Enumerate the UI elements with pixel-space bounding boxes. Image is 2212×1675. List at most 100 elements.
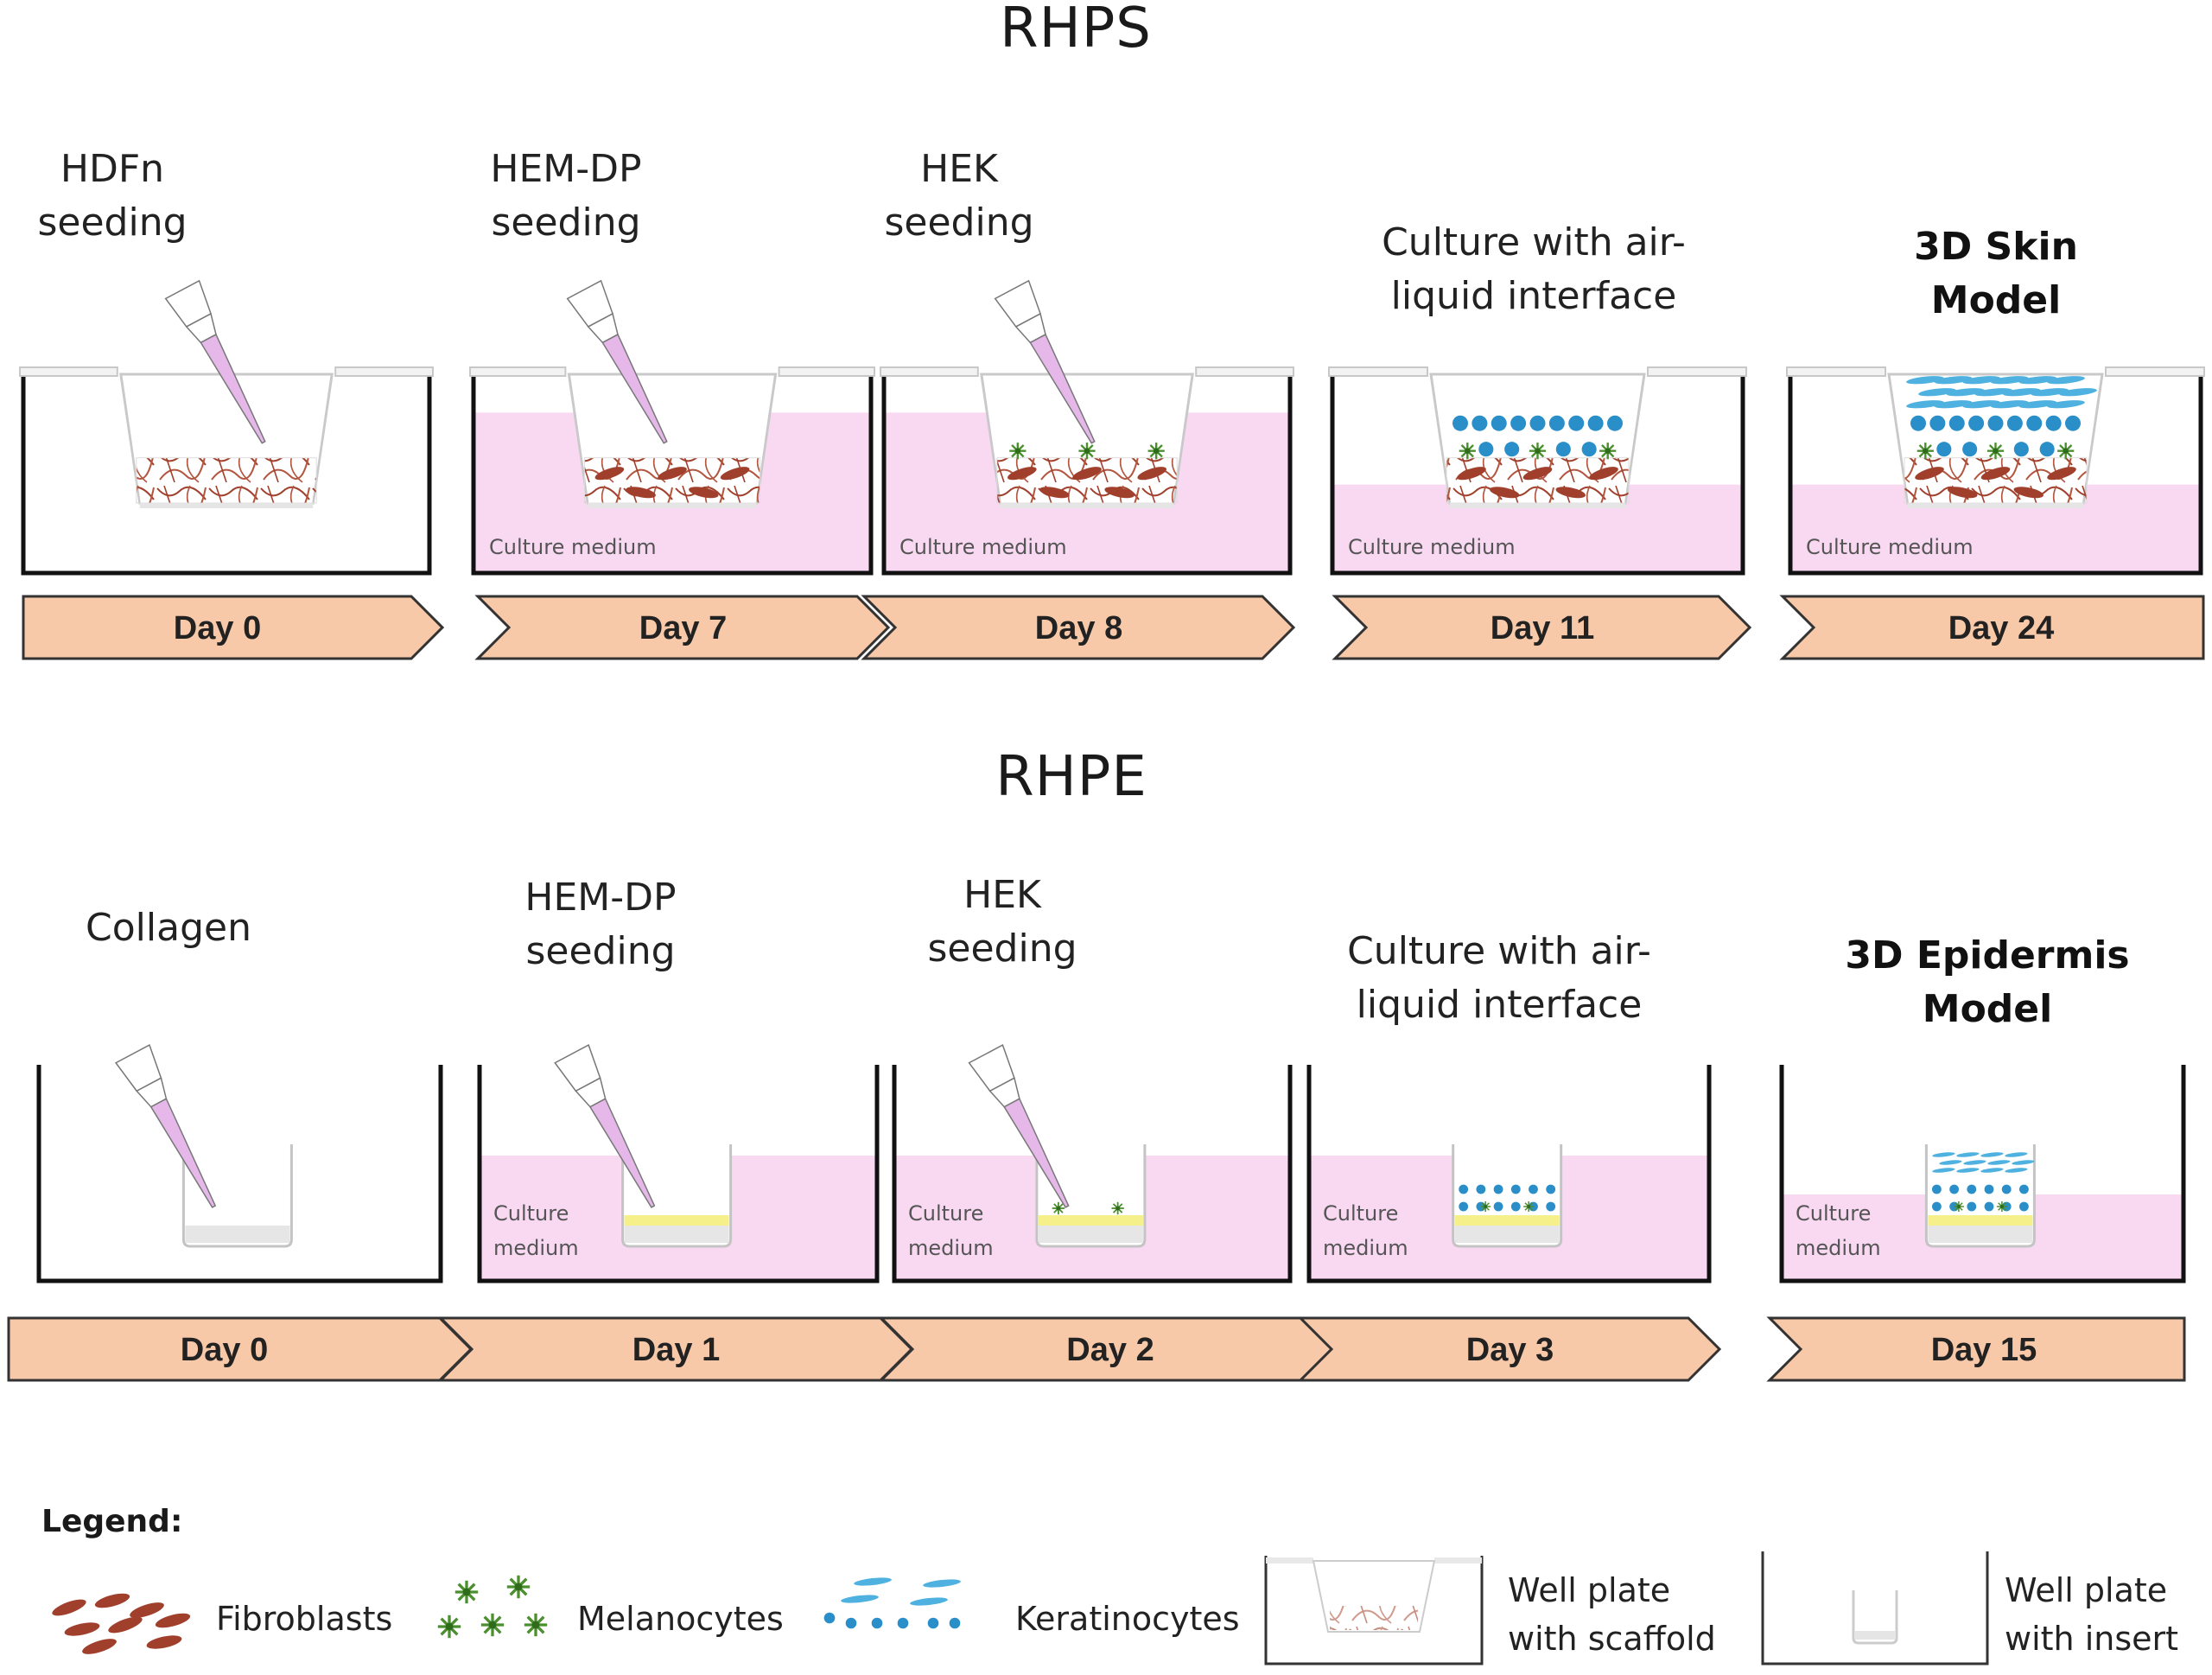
pipette-icon [566, 279, 668, 444]
keratinocyte-flat-cell [1987, 1160, 2011, 1165]
rim-left [19, 366, 118, 377]
keratinocyte-cell [1568, 415, 1585, 431]
melanocyte-body [445, 1622, 454, 1631]
well-outline [1779, 1065, 2186, 1283]
insert-membrane [1038, 1226, 1143, 1243]
day-arrow-shape [1332, 595, 1752, 660]
fibroblast-cell [64, 1622, 100, 1636]
keratinocyte-cell [1932, 1184, 1942, 1194]
fibroblast-cell [1555, 487, 1586, 499]
pipette-icon [994, 279, 1096, 444]
well-outline [1788, 376, 2203, 576]
well-outline [21, 376, 432, 576]
well-outline [1330, 376, 1745, 576]
pipette-head [968, 1044, 1015, 1092]
well-outline [1264, 1556, 1484, 1665]
insert-membrane [588, 503, 757, 509]
melanocyte-cell [2057, 443, 2075, 460]
keratinocyte-cell [1587, 415, 1604, 431]
keratinocyte-flat-cell [1932, 1152, 1955, 1157]
keratinocyte-cell [1581, 442, 1597, 457]
fibroblast-cell [626, 487, 656, 499]
pipette-head [554, 1044, 601, 1092]
keratinocyte-cell [1968, 415, 1985, 431]
melanocyte-cell [1147, 443, 1165, 460]
fibroblast-cell [689, 487, 719, 499]
melanocyte-icon [437, 1575, 548, 1639]
collagen-scaffold [583, 457, 761, 504]
melanocyte-cell [1111, 1201, 1124, 1215]
keratinocyte-cell [1548, 415, 1565, 431]
collagen-scaffold [136, 457, 317, 504]
rim-left [469, 366, 567, 377]
keratinocyte-cell [1910, 415, 1926, 431]
fibroblast-icon [52, 1593, 191, 1654]
melanocyte-body [488, 1621, 497, 1629]
fibroblast-cell [1915, 467, 1944, 481]
day-arrow-shape [861, 595, 1296, 660]
well-outline [477, 1065, 880, 1283]
keratinocyte-cell [1510, 1184, 1521, 1194]
keratinocyte-cell [1607, 415, 1623, 431]
fibroblast-cell [108, 1616, 143, 1634]
collagen-layer [1928, 1215, 2033, 1226]
melanocyte-cell [1480, 1201, 1491, 1212]
melanocyte-body [1056, 1206, 1061, 1211]
keratinocyte-flat-cell [854, 1577, 892, 1586]
day-arrow: Day 2 [878, 1316, 1342, 1382]
keratinocyte-flat-cell [2047, 376, 2085, 385]
melanocyte-body [1956, 1205, 1961, 1208]
rhpe-title: RHPE [995, 745, 1147, 809]
day-label: Day 0 [174, 610, 261, 646]
melanocyte-cell [1459, 443, 1476, 460]
melanocyte-body [1923, 448, 1929, 454]
keratinocyte-cell [871, 1617, 883, 1629]
pipette-head [994, 279, 1041, 328]
keratinocyte-flat-cell [2005, 1152, 2028, 1157]
day-label: Day 1 [632, 1332, 720, 1368]
insert-membrane [1928, 1226, 2033, 1243]
pipette-icon [164, 279, 266, 444]
keratinocyte-cell [2001, 1184, 2012, 1194]
fibroblast-cell [720, 467, 750, 481]
keratinocyte-flat-cell [2059, 388, 2097, 397]
fibroblast-cell [1589, 467, 1618, 481]
fibroblast-cell [658, 467, 687, 481]
melanocyte-cell [480, 1613, 505, 1637]
melanocyte-body [1084, 448, 1090, 454]
keratinocyte-cell [1932, 1201, 1942, 1212]
fibroblast-cell [52, 1599, 86, 1616]
keratinocyte-cell [1984, 1201, 1994, 1212]
rim-left [880, 366, 979, 377]
keratinocyte-cell [1529, 1184, 1538, 1194]
keratinocyte-cell [1491, 415, 1507, 431]
fibroblast-cell [594, 467, 625, 481]
keratinocyte-flat-cell [1980, 1168, 2004, 1173]
keratinocyte-cell [1546, 1184, 1556, 1194]
well-plate-scaffold: Culture medium [1328, 366, 1747, 576]
rim-right [334, 366, 435, 377]
legend-title: Legend: [41, 1504, 183, 1539]
keratinocyte-flat-cell [2047, 400, 2085, 409]
well-plate-scaffold: Culture medium [469, 279, 875, 576]
keratinocyte-cell [1949, 1184, 1960, 1194]
keratinocyte-flat-cell [1963, 1160, 1986, 1165]
well-scaffold-icon [1264, 1556, 1484, 1665]
legend-label-fibroblasts: Fibroblasts [216, 1600, 393, 1638]
fibroblast-cell [146, 1635, 182, 1649]
insert-membrane [1855, 1631, 1895, 1640]
melanocyte-body [462, 1588, 471, 1596]
legend-label-keratinocytes: Keratinocytes [1015, 1600, 1240, 1638]
collagen-scaffold [996, 457, 1178, 504]
keratinocyte-cell [1510, 1201, 1521, 1212]
melanocyte-cell [437, 1614, 461, 1639]
melanocyte-cell [524, 1613, 548, 1637]
day-arrow: Day 7 [474, 595, 891, 660]
keratinocyte-flat-cell [1956, 1168, 1980, 1173]
fibroblast-cell [2047, 467, 2076, 481]
